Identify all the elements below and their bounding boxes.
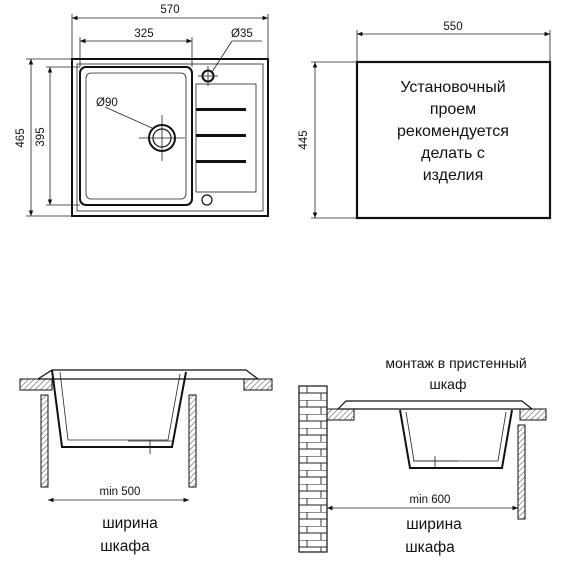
- drainboard-rib-3: [196, 160, 246, 163]
- sink-rim-right: [337, 400, 533, 410]
- caption-right-line-1: ширина: [406, 516, 462, 533]
- cutout-view: 550 445 Установочный проем рекомендуется…: [298, 21, 552, 220]
- dim-drain-diameter: Ø90: [96, 97, 118, 109]
- leader-drain: [104, 106, 153, 129]
- cabinet-wall-left: [40, 394, 49, 488]
- dim-total-width: 570: [160, 4, 179, 16]
- cabinet-wall-right-side: [517, 424, 526, 520]
- drainboard-rib-2: [196, 134, 246, 137]
- cutout-outline: [355, 60, 552, 220]
- dim-total-height: 465: [15, 128, 27, 147]
- cutout-note-line-2: проем: [430, 101, 476, 118]
- side-view-right: монтаж в пристенный шкаф min 600 ширина …: [298, 355, 547, 556]
- overflow-hole: [201, 194, 213, 206]
- cutout-note-line-4: делать с: [421, 145, 485, 162]
- cabinet-wall-right: [188, 394, 197, 488]
- countertop-left: [19, 378, 53, 391]
- dim-bowl-height: 395: [35, 127, 47, 146]
- bowl-outline: [79, 66, 193, 206]
- countertop-right: [243, 378, 273, 391]
- drainboard-rib-1: [196, 108, 246, 111]
- top-view: 570 325 Ø35 Ø90 465 395: [15, 4, 269, 217]
- bowl-section-right: [399, 409, 513, 469]
- dim-tap-diameter: Ø35: [231, 28, 253, 40]
- bowl-section: [51, 369, 187, 448]
- sink-rim-left: [37, 369, 259, 380]
- dim-cutout-width: 550: [443, 21, 462, 33]
- caption-left-line-1: ширина: [102, 515, 158, 532]
- sink-inner-rim: [76, 63, 264, 212]
- cutout-note-line-5: изделия: [423, 167, 484, 184]
- dim-min-600: min 600: [410, 494, 451, 506]
- bowl-inner: [85, 72, 187, 200]
- dim-bowl-width: 325: [134, 28, 153, 40]
- wall-mount-title-line-1: монтаж в пристенный: [385, 355, 526, 371]
- dim-min-500: min 500: [100, 486, 141, 498]
- cutout-note-line-3: рекомендуется: [397, 123, 509, 140]
- drainboard-area: [195, 83, 257, 193]
- countertop-far-right: [519, 408, 547, 421]
- leader-tap-hole: [211, 40, 233, 73]
- sink-outline: [71, 58, 269, 217]
- caption-left-line-2: шкафа: [100, 538, 150, 555]
- wall-mount-title-line-2: шкаф: [430, 376, 467, 392]
- side-view-left: min 500 ширина шкафа: [19, 369, 273, 555]
- dim-cutout-height: 445: [298, 130, 310, 149]
- countertop-right-side: [326, 408, 355, 421]
- caption-right-line-2: шкафа: [405, 539, 455, 556]
- cutout-note-line-1: Установочный: [400, 79, 505, 96]
- brick-wall: [298, 385, 328, 553]
